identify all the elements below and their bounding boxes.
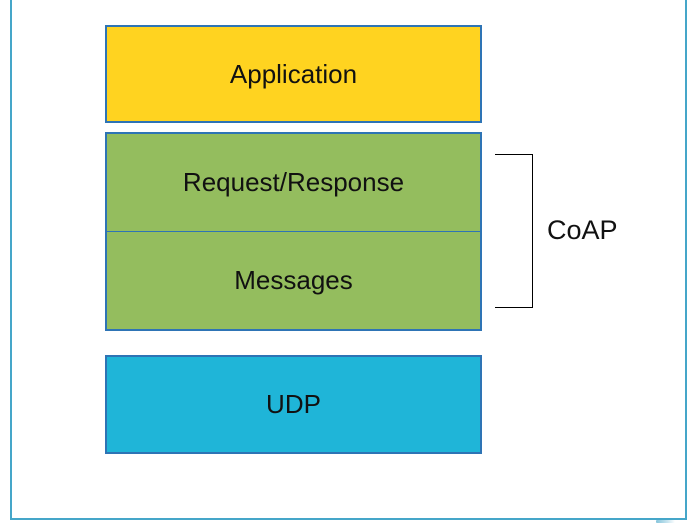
page-border-frame bbox=[10, 0, 687, 520]
layer-messages-label: Messages bbox=[234, 265, 353, 296]
layer-group-coap: Request/Response Messages bbox=[105, 132, 482, 331]
layer-application-label: Application bbox=[229, 58, 358, 89]
coap-bracket-label: CoAP bbox=[547, 215, 618, 245]
bottom-edge-smudge-artifact bbox=[656, 520, 675, 523]
layer-udp-label: UDP bbox=[266, 389, 321, 420]
layer-udp: UDP bbox=[105, 355, 482, 454]
layer-application: Application bbox=[105, 25, 482, 123]
layer-request-response-label: Request/Response bbox=[182, 167, 405, 198]
layer-request-response: Request/Response bbox=[107, 134, 480, 232]
layer-messages: Messages bbox=[107, 232, 480, 329]
coap-bracket-shape bbox=[495, 154, 533, 308]
